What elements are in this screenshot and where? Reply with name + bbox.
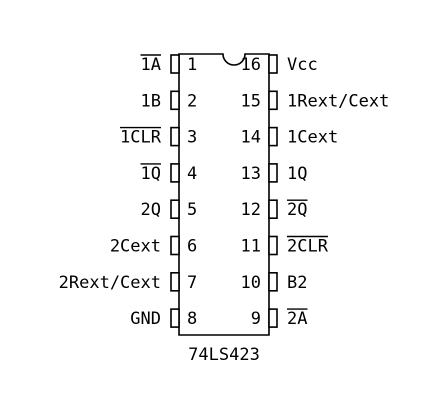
left-pin-5-number: 5: [187, 200, 197, 220]
right-pin-10-number: 10: [241, 273, 261, 293]
right-pin-14-lead: [268, 126, 278, 147]
left-pin-3-number: 3: [187, 128, 197, 148]
right-pin-10-lead: [268, 271, 278, 292]
chip-name: 74LS423: [188, 345, 260, 365]
left-pin-5-lead: [170, 199, 180, 219]
left-pin-3-lead: [170, 126, 180, 147]
right-pin-12-lead: [268, 199, 278, 219]
left-pin-8-label: GND: [130, 309, 161, 329]
left-pin-5-label: 2Q: [141, 200, 161, 220]
left-pin-6-label: 2Cext: [110, 237, 161, 257]
right-pin-15-label: 1Rext/Cext: [287, 91, 389, 111]
left-pin-1-label: 1A: [141, 55, 161, 75]
left-pin-6-number: 6: [187, 237, 197, 257]
left-pin-2-number: 2: [187, 91, 197, 111]
left-pin-1-lead: [170, 54, 180, 74]
left-pin-6-lead: [170, 235, 180, 256]
right-pin-16-number: 16: [241, 55, 261, 75]
right-pin-16-lead: [268, 54, 278, 74]
left-pin-2-label: 1B: [141, 91, 161, 111]
right-pin-16-label: Vcc: [287, 55, 318, 75]
right-pin-9-number: 9: [251, 309, 261, 329]
right-pin-11-label: 2CLR: [287, 237, 329, 257]
right-pin-12-label: 2Q: [287, 200, 307, 220]
right-pin-9-lead: [268, 308, 278, 328]
left-pin-4-lead: [170, 163, 180, 183]
right-pin-11-number: 11: [241, 237, 261, 257]
left-pin-8-lead: [170, 308, 180, 328]
right-pin-14-number: 14: [241, 128, 261, 148]
right-pin-10-label: B2: [287, 273, 307, 293]
right-pin-group: 16 Vcc 15 1Rext/Cext 14 1Cext 13 1Q 12 2Q 11 2CLR 10…: [241, 54, 389, 329]
right-pin-13-lead: [268, 163, 278, 183]
left-pin-2-lead: [170, 90, 180, 111]
left-pin-3-label: 1CLR: [120, 128, 162, 148]
left-pin-group: 1 1A 2 1B 3 1CLR 4 1Q 5 2Q 6 2Cext 7 2Rext/Cext 8 GND: [59, 54, 197, 329]
right-pin-15-number: 15: [241, 91, 261, 111]
right-pin-13-number: 13: [241, 164, 261, 184]
left-pin-7-lead: [170, 271, 180, 292]
left-pin-4-label: 1Q: [141, 164, 161, 184]
left-pin-7-label: 2Rext/Cext: [59, 273, 161, 293]
right-pin-12-number: 12: [241, 200, 261, 220]
right-pin-14-label: 1Cext: [287, 128, 338, 148]
left-pin-1-number: 1: [187, 55, 197, 75]
right-pin-15-lead: [268, 90, 278, 111]
left-pin-4-number: 4: [187, 164, 197, 184]
right-pin-9-label: 2A: [287, 309, 307, 329]
left-pin-8-number: 8: [187, 309, 197, 329]
left-pin-7-number: 7: [187, 273, 197, 293]
chip-body: [178, 53, 270, 336]
right-pin-11-lead: [268, 235, 278, 256]
right-pin-13-label: 1Q: [287, 164, 307, 184]
